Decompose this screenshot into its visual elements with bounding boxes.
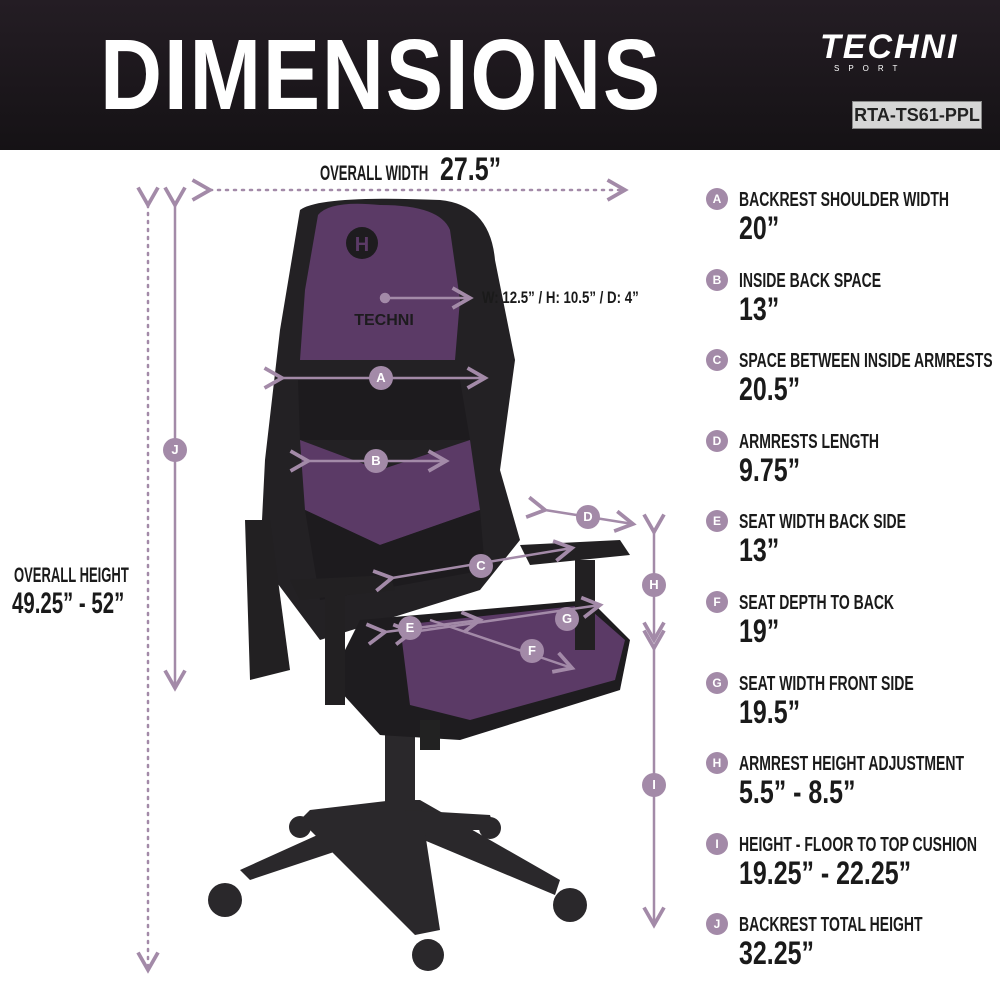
overall-width-text: OVERALL WIDTH xyxy=(320,162,429,185)
spec-label: SEAT DEPTH TO BACK xyxy=(739,592,895,614)
spec-value: 19” xyxy=(739,613,780,649)
spec-badge: E xyxy=(706,510,728,533)
spec-badge: B xyxy=(706,268,728,291)
spec-value: 5.5” - 8.5” xyxy=(739,774,856,811)
spec-label: ARMRESTS LENGTH xyxy=(739,430,879,453)
spec-label: ARMREST HEIGHT ADJUSTMENT xyxy=(739,753,965,776)
headrest-dimensions-text: W: 12.5” / H: 10.5” / D: 4” xyxy=(482,288,639,307)
spec-value: 19.25” - 22.25” xyxy=(739,854,912,891)
spec-value: 9.75” xyxy=(739,451,801,488)
logo-subtext: SPORT xyxy=(834,64,907,73)
techni-sport-logo: TECHNI SPORT xyxy=(820,30,980,75)
spec-badge: D xyxy=(706,429,728,452)
marker-c: C xyxy=(469,554,493,578)
spec-badge: G xyxy=(706,671,728,694)
spec-label: BACKREST SHOULDER WIDTH xyxy=(739,189,949,211)
spec-label: SPACE BETWEEN INSIDE ARMRESTS xyxy=(739,350,993,373)
logo-text: TECHNI xyxy=(820,28,959,66)
spec-label: BACKREST TOTAL HEIGHT xyxy=(739,914,923,937)
overall-height-text: OVERALL HEIGHT xyxy=(14,564,129,587)
spec-label: SEAT WIDTH BACK SIDE xyxy=(739,511,906,534)
marker-e: E xyxy=(398,616,422,640)
overall-height-value: 49.25” - 52” xyxy=(12,587,125,620)
marker-f: F xyxy=(520,639,544,663)
marker-h: H xyxy=(642,573,666,597)
marker-i: I xyxy=(642,773,666,797)
spec-badge: J xyxy=(706,913,728,936)
headrest-h-emblem: H xyxy=(355,234,369,256)
page-title: DIMENSIONS xyxy=(100,19,662,131)
spec-value: 20” xyxy=(739,210,780,246)
marker-b: B xyxy=(364,449,388,473)
sku-badge: RTA-TS61-PPL xyxy=(852,101,982,129)
spec-badge: I xyxy=(706,832,728,855)
spec-value: 20.5” xyxy=(739,371,801,408)
marker-a: A xyxy=(369,366,393,390)
marker-g: G xyxy=(555,607,579,631)
spec-badge: H xyxy=(706,752,728,775)
sku-text: RTA-TS61-PPL xyxy=(854,105,980,125)
spec-badge: A xyxy=(706,188,728,210)
marker-j: J xyxy=(163,438,187,462)
spec-badge: F xyxy=(706,591,728,613)
overall-width-value: 27.5” xyxy=(440,151,502,187)
marker-d: D xyxy=(576,505,600,529)
spec-badge: C xyxy=(706,349,728,372)
spec-value: 13” xyxy=(739,532,780,569)
chair-base xyxy=(208,720,587,971)
spec-value: 19.5” xyxy=(739,693,801,730)
spec-value: 13” xyxy=(739,290,780,327)
spec-label: INSIDE BACK SPACE xyxy=(739,269,882,292)
spec-label: SEAT WIDTH FRONT SIDE xyxy=(739,672,914,695)
spec-value: 32.25” xyxy=(739,935,814,972)
header-banner: DIMENSIONS TECHNI SPORT RTA-TS61-PPL xyxy=(0,0,1000,150)
spec-label: HEIGHT - FLOOR TO TOP CUSHION xyxy=(739,833,978,856)
chair-logo: TECHNI xyxy=(354,312,414,329)
